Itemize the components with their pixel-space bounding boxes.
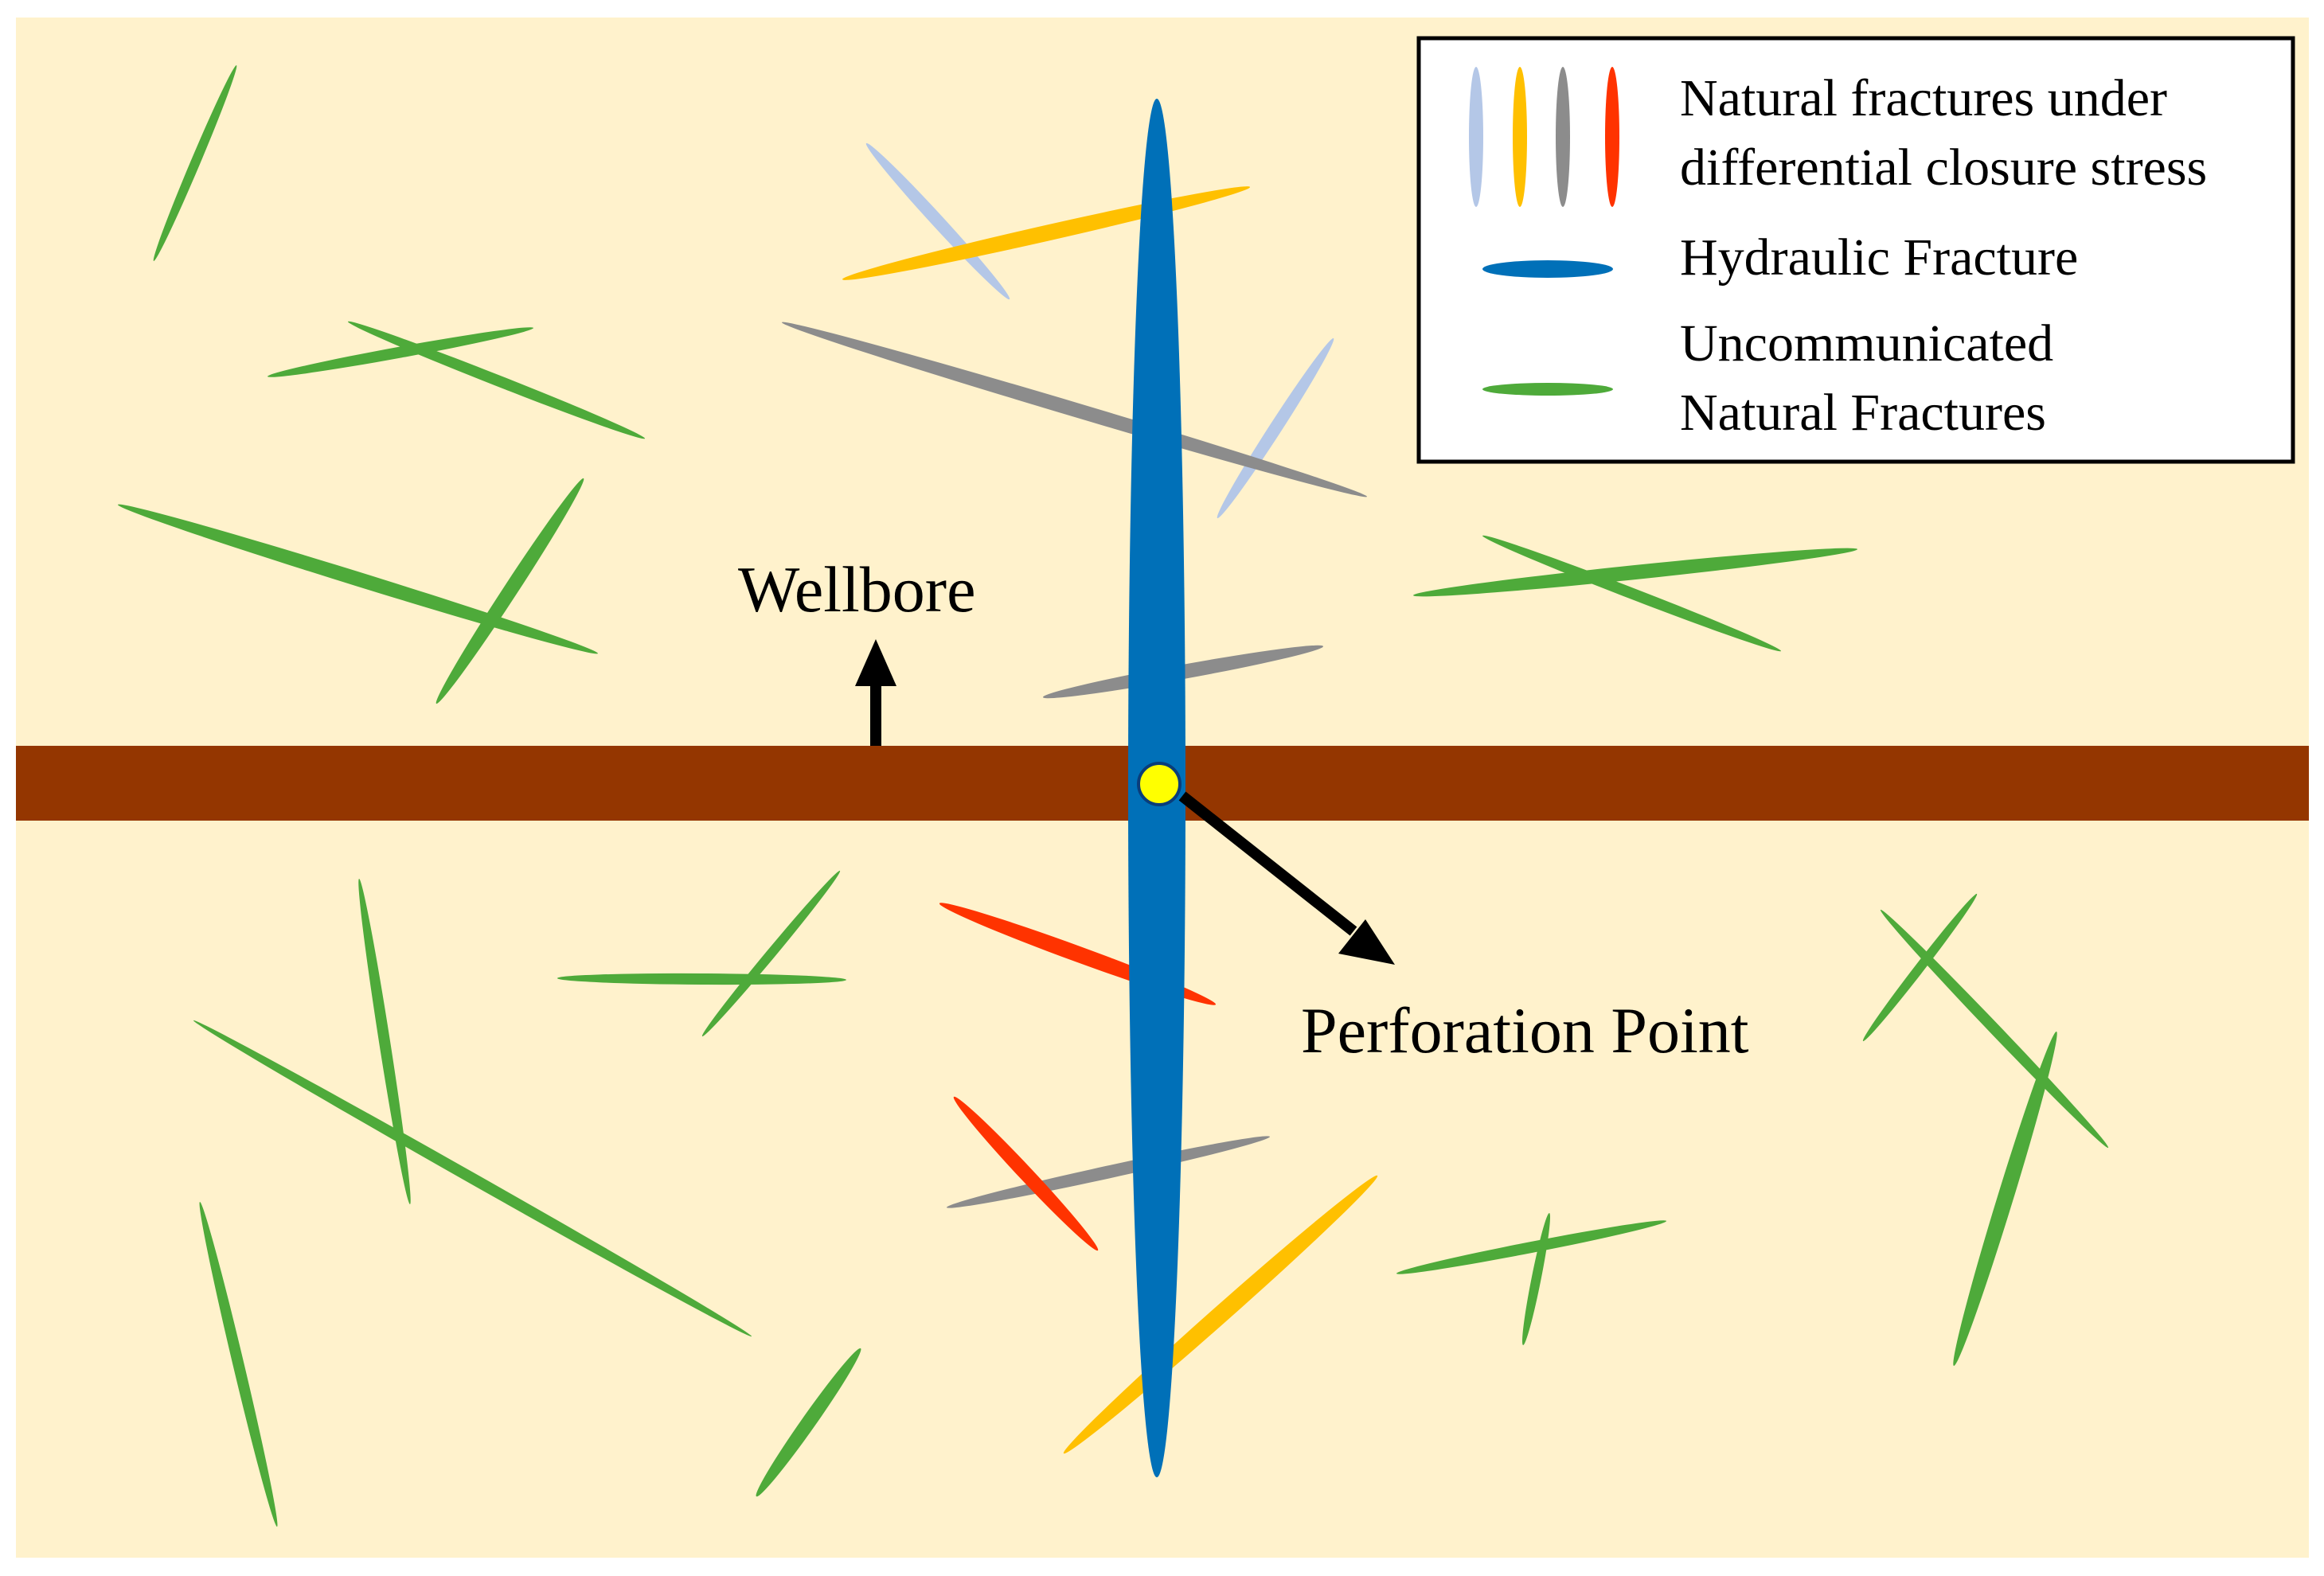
natural-fracture-green — [701, 870, 841, 1037]
legend-swatch-light-blue — [1469, 67, 1483, 207]
legend-item-uncommunicated-line-2: Natural Fractures — [1680, 384, 2046, 442]
natural-fracture-green — [358, 878, 411, 1205]
natural-fracture-green — [117, 504, 599, 654]
legend: Natural fractures under differential clo… — [1416, 36, 2295, 464]
wellbore-label: Wellbore — [738, 553, 976, 626]
natural-fracture-green — [153, 65, 237, 261]
natural-fracture-light-blue — [865, 142, 1010, 300]
natural-fracture-green — [199, 1201, 278, 1527]
natural-fracture-gray — [947, 1136, 1270, 1208]
natural-fracture-green — [1880, 909, 2109, 1149]
natural-fracture-green — [1862, 893, 1978, 1042]
natural-fracture-green — [347, 321, 646, 439]
legend-swatch-uncommunicated — [1482, 383, 1613, 396]
natural-fracture-green — [557, 973, 846, 985]
natural-fracture-yellow — [1063, 1175, 1378, 1454]
legend-item-closure-line-1: Natural fractures under — [1680, 69, 2167, 127]
natural-fracture-green — [1953, 1031, 2057, 1367]
legend-swatch-red — [1605, 67, 1619, 207]
natural-fracture-light-blue — [1217, 337, 1334, 519]
natural-fracture-green — [1412, 548, 1858, 597]
natural-fracture-green — [436, 478, 584, 704]
natural-fracture-green — [1521, 1213, 1551, 1345]
natural-fracture-green — [756, 1348, 861, 1497]
natural-fracture-red — [953, 1096, 1099, 1251]
legend-swatch-hydraulic — [1482, 260, 1613, 278]
natural-fractures-layer — [117, 65, 2109, 1527]
natural-fracture-green — [1396, 1220, 1667, 1274]
perforation-label: Perforation Point — [1301, 994, 1749, 1067]
natural-fracture-green — [193, 1020, 752, 1337]
natural-fracture-green — [267, 327, 534, 377]
perforation-arrow — [1178, 791, 1395, 965]
legend-swatch-gray — [1556, 67, 1570, 207]
legend-item-hydraulic: Hydraulic Fracture — [1680, 228, 2078, 287]
legend-swatch-yellow — [1513, 67, 1527, 207]
natural-fracture-green — [1482, 535, 1781, 652]
wellbore-arrow — [855, 639, 896, 746]
perforation-point — [1137, 762, 1182, 806]
legend-item-uncommunicated-line-1: Uncommunicated — [1680, 314, 2053, 373]
legend-item-closure-line-2: differential closure stress — [1680, 138, 2207, 197]
natural-fracture-gray — [781, 322, 1368, 497]
